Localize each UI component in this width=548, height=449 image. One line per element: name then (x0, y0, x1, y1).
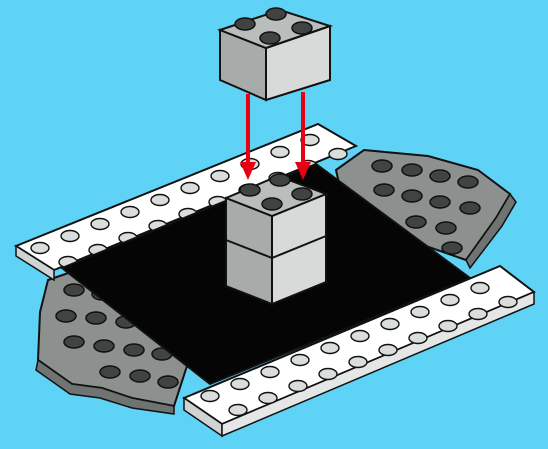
2x2-brick-stack (226, 174, 326, 304)
2x2-brick-falling (220, 8, 330, 100)
